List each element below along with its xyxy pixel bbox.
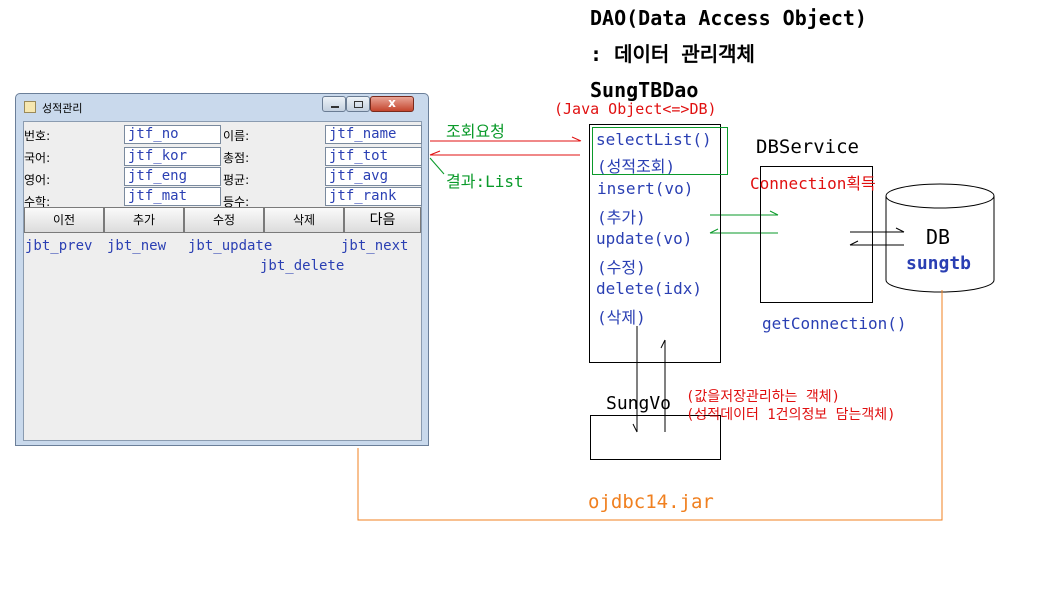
field-rank[interactable]: jtf_rank xyxy=(325,187,422,206)
field-kor[interactable]: jtf_kor xyxy=(124,147,221,166)
dbservice-box xyxy=(760,166,873,303)
field-eng[interactable]: jtf_eng xyxy=(124,167,221,186)
method-insert: insert(vo) xyxy=(597,179,694,198)
score-window: 성적관리 x 번호: 국어: 영어: 수학: jtf_no jtf_kor jt… xyxy=(15,93,429,446)
dbservice-note: Connection획득 xyxy=(750,174,876,193)
jar-label: ojdbc14.jar xyxy=(588,491,714,513)
method-select-list: selectList() xyxy=(596,130,712,149)
db-table: sungtb xyxy=(906,253,972,274)
minimize-button[interactable] xyxy=(322,96,346,112)
next-button[interactable]: 다음 xyxy=(344,207,421,233)
result-pointer xyxy=(429,157,445,175)
java-cup-icon xyxy=(24,101,36,113)
note-jbt-prev: jbt_prev xyxy=(25,238,93,254)
field-no[interactable]: jtf_no xyxy=(124,125,221,144)
dao-box xyxy=(589,124,721,363)
dao-note: (Java Object<=>DB) xyxy=(554,100,717,118)
dao-heading-line1: DAO(Data Access Object) xyxy=(590,6,867,30)
label-eng: 영어: xyxy=(24,173,51,187)
window-title: 성적관리 xyxy=(42,102,83,115)
add-button[interactable]: 추가 xyxy=(104,207,184,233)
select-list-highlight xyxy=(592,127,728,175)
close-button[interactable]: x xyxy=(370,96,414,112)
db-name: DB xyxy=(926,225,951,249)
dbservice-name: DBService xyxy=(756,136,859,158)
method-update: update(vo) xyxy=(596,229,693,248)
delete-button[interactable]: 삭제 xyxy=(264,207,344,233)
label-no: 번호: xyxy=(24,129,51,143)
vo-name: SungVo xyxy=(606,393,672,414)
method-select-list-desc: (성적조회) xyxy=(597,157,676,176)
field-avg[interactable]: jtf_avg xyxy=(325,167,422,186)
label-avg: 평균: xyxy=(223,173,250,187)
label-rank: 등수: xyxy=(223,195,250,209)
result-arrowhead xyxy=(429,150,441,156)
prev-button[interactable]: 이전 xyxy=(24,207,104,233)
update-button[interactable]: 수정 xyxy=(184,207,264,233)
window-content: 번호: 국어: 영어: 수학: jtf_no jtf_kor jtf_eng j… xyxy=(23,121,422,441)
field-tot[interactable]: jtf_tot xyxy=(325,147,422,166)
label-tot: 총점: xyxy=(223,151,250,165)
method-update-desc: (수정) xyxy=(597,258,646,277)
jar-link-line xyxy=(357,290,943,521)
field-mat[interactable]: jtf_mat xyxy=(124,187,221,206)
vo-note-2: (성적데이터 1건의정보 담는객체) xyxy=(686,407,896,423)
request-arrowhead xyxy=(571,136,582,142)
note-jbt-new: jbt_new xyxy=(107,238,167,254)
minimize-icon xyxy=(331,106,339,108)
method-delete: delete(idx) xyxy=(596,279,702,298)
dao-heading-line2: : 데이터 관리객체 xyxy=(590,42,755,66)
label-kor: 국어: xyxy=(24,151,51,165)
label-mat: 수학: xyxy=(24,195,51,209)
maximize-button[interactable] xyxy=(346,96,370,112)
field-name[interactable]: jtf_name xyxy=(325,125,422,144)
vo-box xyxy=(590,415,721,460)
window-titlebar: 성적관리 x xyxy=(16,94,428,120)
note-jbt-next: jbt_next xyxy=(341,238,409,254)
dbservice-method: getConnection() xyxy=(762,314,907,333)
vo-note-1: (값을저장관리하는 객체) xyxy=(686,389,841,405)
close-icon: x xyxy=(388,96,396,110)
method-insert-desc: (추가) xyxy=(597,208,646,227)
result-label: 결과:List xyxy=(446,172,524,191)
note-jbt-delete: jbt_delete xyxy=(260,258,345,274)
maximize-icon xyxy=(354,101,363,108)
db-cylinder xyxy=(885,196,995,293)
request-label: 조회요청 xyxy=(446,122,505,141)
note-jbt-update: jbt_update xyxy=(188,238,273,254)
method-delete-desc: (삭제) xyxy=(597,308,646,327)
label-name: 이름: xyxy=(223,129,250,143)
dao-class-name: SungTBDao xyxy=(590,78,699,102)
